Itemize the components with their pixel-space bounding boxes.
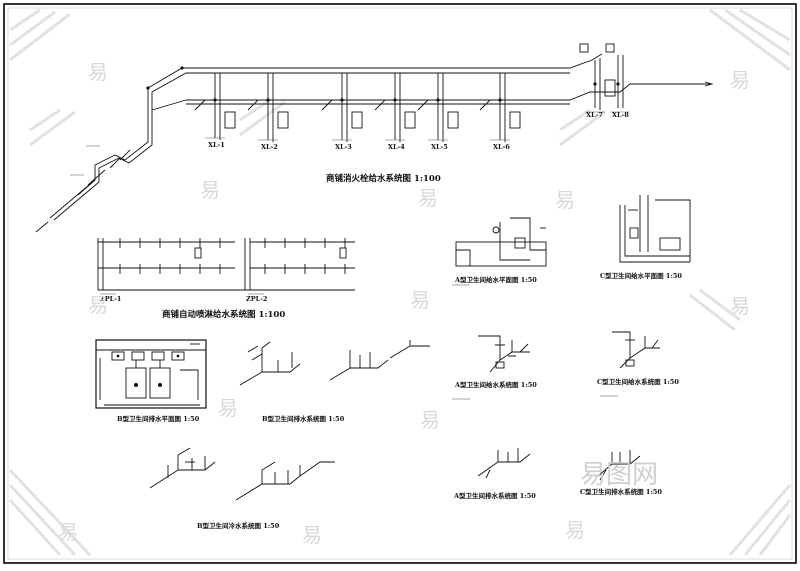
title-room-c-supply-system: C型卫生间给水系统图 1:50	[597, 378, 679, 386]
room-c-plan-drawing	[619, 195, 691, 263]
watermark-glyph-3: 易	[200, 178, 220, 202]
title-room-b-drain-plan: B型卫生间排水平面图 1:50	[117, 415, 200, 423]
watermark-glyph-6: 易	[730, 294, 750, 318]
watermark-brand: 易图网	[580, 460, 659, 490]
riser-tag-4: XL-4	[388, 143, 405, 151]
title-room-b-supply-system: B型卫生间冷水系统图 1:50	[197, 522, 280, 530]
fire-hydrant-system-diagram	[35, 43, 714, 233]
watermark-glyph-11: 易	[58, 520, 78, 544]
room-a-plan-drawing	[455, 217, 547, 267]
title-room-a-drain-system: A型卫生间排水系统图 1:50	[454, 492, 536, 500]
watermark-glyph-12: 易	[302, 523, 322, 547]
watermark-glyph-7: 易	[88, 293, 108, 317]
riser-tag-8: XL-8	[612, 111, 629, 119]
title-room-b-drain-system: B型卫生间排水系统图 1:50	[262, 415, 345, 423]
riser-tag-6: XL-6	[493, 143, 510, 151]
room-c-supply-system-drawing	[612, 331, 660, 369]
watermark-glyph-4: 易	[418, 186, 438, 210]
riser-tag-5: XL-5	[431, 143, 448, 151]
fire-hydrant-fittings	[146, 66, 620, 102]
room-b-supply-system-drawing	[149, 447, 335, 501]
sprinkler-tag-zpl-1: ZPL-1	[100, 295, 122, 303]
annotation-marks	[70, 111, 630, 400]
watermark-glyph-8: 易	[410, 288, 430, 312]
watermark-glyph-9: 易	[218, 396, 238, 420]
riser-tag-2: XL-2	[261, 143, 278, 151]
room-a-drain-system-drawing	[477, 448, 531, 479]
watermark-glyph-10: 易	[420, 408, 440, 432]
riser-tag-1: XL-1	[208, 141, 225, 149]
room-b-drain-system-drawing	[239, 340, 430, 386]
title-room-c-drain-system: C型卫生间排水系统图 1:50	[580, 488, 662, 496]
sprinkler-tag-zpl-2: ZPL-2	[246, 295, 268, 303]
watermark-glyph-5: 易	[555, 188, 575, 212]
title-sprinkler-system: 商铺自动喷淋给水系统图 1:100	[162, 310, 286, 320]
sheet-inner-frame	[7, 7, 793, 560]
title-room-c-plan: C型卫生间给水平面图 1:50	[600, 272, 682, 280]
room-b-drain-plan-drawing	[95, 339, 207, 409]
riser-tag-7: XL-7	[586, 111, 603, 119]
room-a-supply-system-drawing	[478, 335, 530, 373]
room-c-drain-system-drawing	[597, 450, 641, 481]
sprinkler-system-diagram	[97, 238, 355, 291]
riser-tag-3: XL-3	[335, 143, 352, 151]
sheet-frame	[3, 3, 797, 564]
watermark-glyph-2: 易	[730, 68, 750, 92]
title-fire-hydrant-system: 商铺消火栓给水系统图 1:100	[326, 174, 441, 184]
title-room-a-supply-system: A型卫生间给水系统图 1:50	[455, 381, 537, 389]
title-room-a-plan: A型卫生间给水平面图 1:50	[455, 276, 537, 284]
watermark-glyph-1: 易	[88, 60, 108, 84]
watermark-glyph-13: 易	[565, 518, 585, 542]
room-b-drain-plan-fixtures	[116, 354, 180, 387]
watermark-stripes	[8, 8, 792, 557]
